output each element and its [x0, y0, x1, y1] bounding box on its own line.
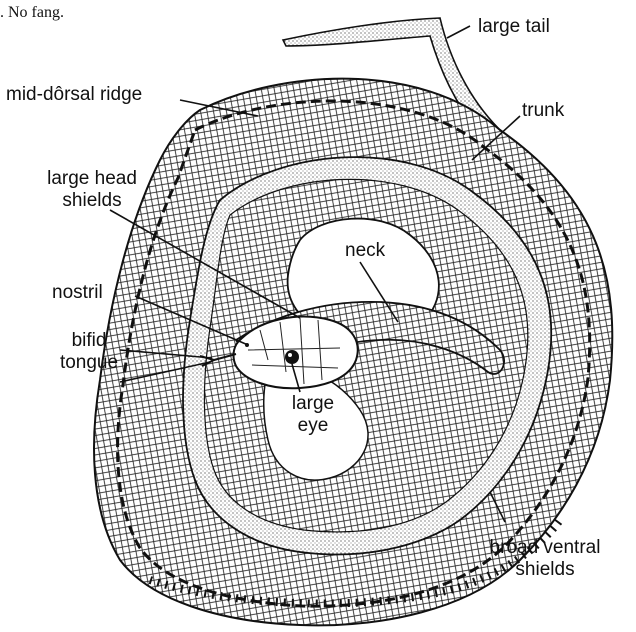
label-neck: neck: [345, 240, 385, 262]
label-broad-ventral-line1: broad ventral: [470, 537, 620, 559]
label-large-eye: large eye: [278, 393, 348, 437]
label-large-head-shields: large head shields: [22, 168, 162, 212]
label-bifid-line2: tongue: [44, 352, 134, 374]
caption-text: . No fang.: [0, 2, 64, 24]
label-bifid-tongue: bifid tongue: [44, 330, 134, 374]
label-large-head-shields-line1: large head: [22, 168, 162, 190]
label-broad-ventral-line2: shields: [470, 559, 620, 581]
label-large-head-shields-line2: shields: [22, 190, 162, 212]
label-mid-dorsal-ridge: mid-dôrsal ridge: [6, 84, 142, 106]
label-bifid-line1: bifid: [44, 330, 134, 352]
leader-large-tail: [447, 26, 470, 38]
label-large-eye-line1: large: [278, 393, 348, 415]
label-large-eye-line2: eye: [278, 415, 348, 437]
eye-dot: [285, 350, 299, 364]
label-broad-ventral-shields: broad ventral shields: [470, 537, 620, 581]
label-trunk: trunk: [522, 100, 564, 122]
label-large-tail: large tail: [478, 16, 550, 38]
label-nostril: nostril: [52, 282, 103, 304]
